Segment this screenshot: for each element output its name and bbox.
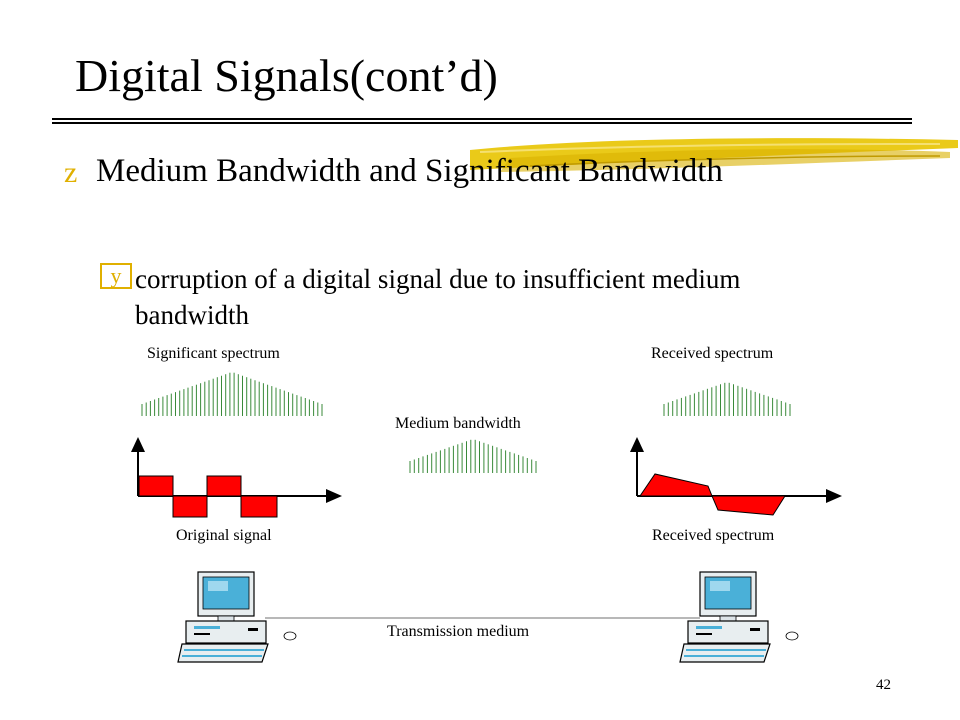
computer-right-icon: [679, 571, 799, 663]
received-signal-positive-lobe: [639, 473, 713, 497]
label-significant-spectrum: Significant spectrum: [147, 345, 280, 362]
bullet-level1-marker: z: [64, 156, 78, 189]
slide-title: Digital Signals(cont’d): [75, 50, 498, 101]
bullet-level2: y corruption of a digital signal due to …: [100, 261, 860, 333]
label-received-spectrum-bottom: Received spectrum: [652, 527, 775, 544]
original-signal-square-wave: [138, 475, 278, 518]
page-number: 42: [876, 677, 891, 693]
bullet-level2-marker-glyph: y: [111, 263, 122, 288]
bullet-level2-marker: y: [100, 263, 132, 289]
spectrum-lines-group: [141, 372, 791, 473]
title-rule-bottom: [52, 122, 912, 124]
received-signal-x-arrow-icon: [826, 489, 842, 503]
received-signal-y-arrow-icon: [630, 437, 644, 452]
original-signal-x-arrow-icon: [326, 489, 342, 503]
computer-left-icon: [177, 571, 297, 663]
original-signal-pulse-up-1: [138, 475, 174, 497]
received-signal-negative-lobe: [711, 495, 786, 516]
label-transmission-medium: Transmission medium: [387, 623, 530, 640]
label-received-spectrum-top: Received spectrum: [651, 345, 774, 362]
title-rule-top: [52, 118, 912, 120]
label-medium-bandwidth: Medium bandwidth: [395, 415, 521, 432]
bullet-level2-text: corruption of a digital signal due to in…: [135, 264, 741, 330]
bullet-level1: z Medium Bandwidth and Significant Bandw…: [64, 152, 744, 190]
original-signal-y-arrow-icon: [131, 437, 145, 452]
original-signal-pulse-up-2: [206, 475, 242, 497]
bullet-level1-text: Medium Bandwidth and Significant Bandwid…: [96, 153, 723, 189]
original-signal-pulse-down-1: [172, 495, 208, 518]
label-original-signal: Original signal: [176, 527, 272, 544]
original-signal-pulse-down-2: [240, 495, 278, 518]
brush-stroke-decoration: [470, 138, 958, 172]
